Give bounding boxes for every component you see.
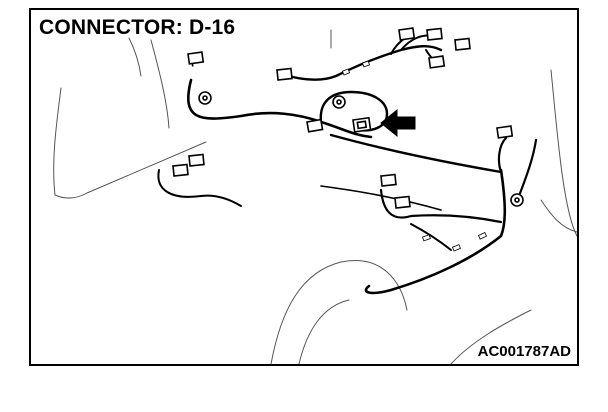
ground-terminals bbox=[198, 91, 524, 207]
harness-connector-icon bbox=[426, 27, 443, 41]
harness-connector-icon bbox=[352, 116, 372, 133]
harness-connector-icon bbox=[394, 195, 411, 209]
harness-connector-icon bbox=[454, 37, 471, 51]
diagram-frame: CONNECTOR: D-16 bbox=[29, 8, 579, 366]
harness-upper bbox=[279, 45, 443, 81]
harness-connector-icon bbox=[380, 173, 397, 187]
harness-long bbox=[329, 133, 503, 174]
pointer-arrow-icon bbox=[380, 108, 416, 138]
ground-terminal-icon bbox=[198, 91, 212, 105]
vehicle-body-outline bbox=[53, 29, 577, 364]
harness-connector-icon bbox=[276, 67, 293, 81]
harness-center-lower bbox=[410, 223, 452, 251]
figure-code: AC001787AD bbox=[477, 343, 571, 360]
harness-center-thin bbox=[320, 185, 442, 211]
harness-loop bbox=[319, 90, 389, 132]
harness-connector-icon bbox=[172, 163, 189, 177]
wiring-harness-illustration bbox=[53, 27, 577, 364]
harness-connector-icon bbox=[398, 27, 416, 41]
harness-main-rear bbox=[187, 78, 373, 139]
harness-connector-icon bbox=[496, 125, 514, 139]
harness-right bbox=[364, 168, 507, 295]
harness-connector-icon bbox=[306, 118, 324, 133]
harness-left-loose bbox=[157, 169, 242, 207]
harness-connector-icon bbox=[187, 51, 205, 67]
diagram-title: CONNECTOR: D-16 bbox=[39, 16, 236, 39]
harness-connector-icon bbox=[188, 153, 205, 167]
harness-tape-segments bbox=[341, 60, 487, 252]
harness-mid bbox=[379, 188, 503, 224]
wire-harness bbox=[157, 34, 538, 295]
ground-terminal-icon bbox=[332, 95, 346, 109]
harness-right-upper bbox=[497, 136, 538, 198]
ground-terminal-icon bbox=[510, 193, 524, 207]
harness-connectors bbox=[172, 27, 514, 209]
harness-connector-icon bbox=[428, 55, 446, 69]
